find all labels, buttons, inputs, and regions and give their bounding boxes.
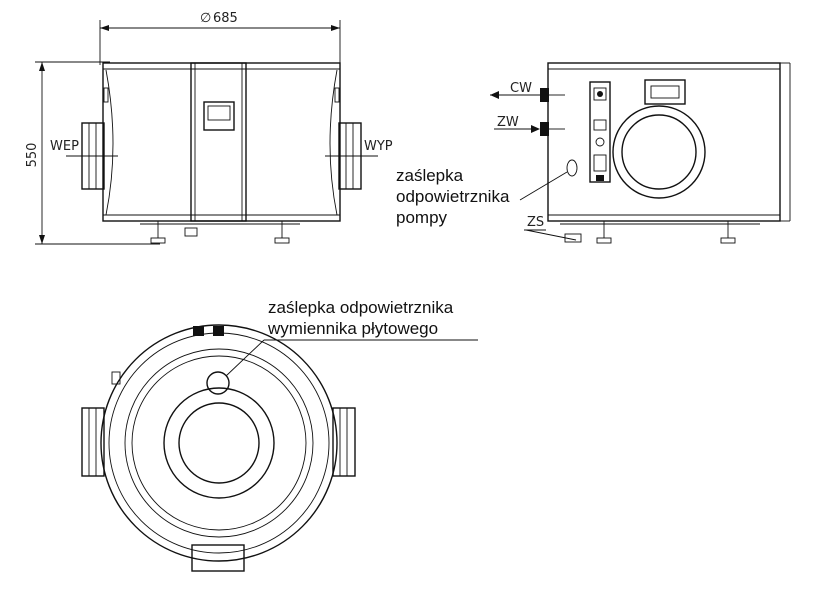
handle-grip [650,85,680,99]
control-panel [190,62,247,222]
hot-water-fitting [540,122,549,136]
width-symbol: ∅ [200,11,211,26]
side-opening-inner [621,114,697,190]
display-window [207,105,231,121]
display-screen [203,101,235,131]
plate-vent-label-line1: zaślepka odpowietrznika [268,298,454,317]
top-ring-3 [124,348,314,538]
drain-fitting [564,233,582,243]
top-center-opening [178,402,260,484]
top-outer-ring [100,324,338,562]
side-opening-outer [612,105,706,199]
latch-left [103,87,109,103]
top-ring-4 [131,355,307,531]
plate-vent-plug [206,371,230,395]
top-ring-5 [163,387,275,499]
top-view: zaślepka odpowietrznika wymiennika płyto… [81,298,478,572]
hot-water-label: ZW [497,115,519,130]
plate-vent-label-line2: wymiennika płytowego [267,319,438,338]
connector [593,87,607,101]
top-ring-2 [108,332,330,554]
dimension-arrow-bottom [39,235,45,244]
side-body [547,62,781,222]
side-feet [560,221,760,244]
top-vent-nub [213,326,224,336]
pump-vent-label-line2: odpowietrznika [396,187,510,206]
dimension-arrow-right [331,25,340,31]
dimension-arrow-left [100,25,109,31]
unit-body [102,62,341,222]
front-view: ∅ 685 550 WEP WYP [25,11,393,245]
cold-water-fitting [540,88,549,102]
top-latch [111,371,121,385]
body-right-curve [329,69,338,216]
inlet-label: WEP [50,139,79,154]
connection-strip [589,81,611,183]
pump-vent-leader [519,171,568,201]
hot-water-arrow [531,125,540,133]
top-vent-nub [193,326,204,336]
top-panel-tab [191,544,245,572]
pump-vent-plug [566,159,578,177]
connector-round [595,137,605,147]
latch-right [334,87,340,103]
side-view: CW ZW ZS zaślepka odpowietrznika pompy [396,62,791,244]
carry-handle [644,79,686,105]
dimension-arrow-top [39,62,45,71]
top-inlet-duct [81,407,105,477]
pump-vent-label-line3: pompy [396,208,448,227]
plate-vent-leader [225,339,265,377]
body-left-curve [105,69,114,216]
cold-water-label: CW [510,81,532,96]
drain-leader [525,229,577,241]
width-dimension-value: 685 [213,11,238,26]
drain-label: ZS [527,215,544,230]
power-socket [593,154,607,172]
pump-vent-label-line1: zaślepka [396,166,464,185]
feet [140,221,300,244]
height-dimension-value: 550 [25,143,40,168]
top-outlet-duct [332,407,356,477]
outlet-label: WYP [364,139,393,154]
cold-water-arrow [490,91,499,99]
connector [593,119,607,131]
